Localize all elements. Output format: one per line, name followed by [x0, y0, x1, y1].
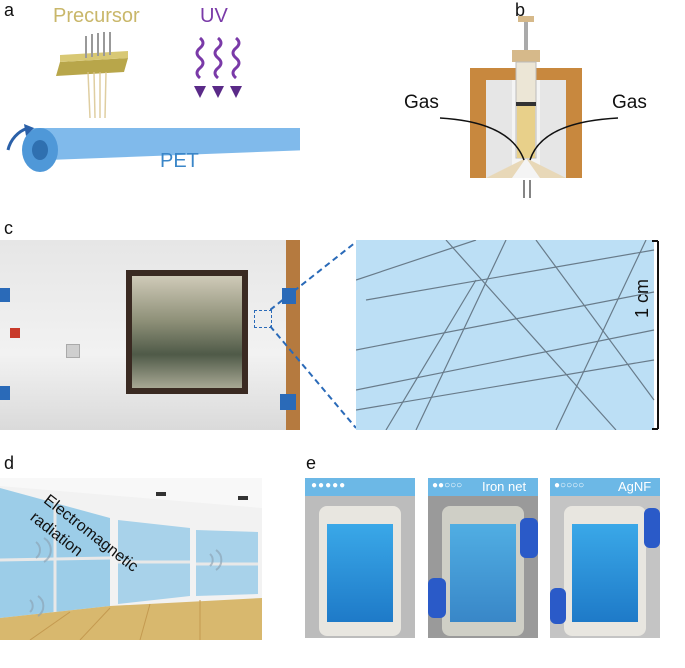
- signal-banner-1: ●●●●●: [305, 478, 415, 496]
- pet-label: PET: [160, 150, 199, 172]
- scale-label: 1 cm: [632, 278, 652, 318]
- gas-flow-right-arrow: [529, 117, 619, 161]
- clamp-left-top: [0, 288, 10, 302]
- phone-screen-2: [450, 524, 516, 622]
- clamp-right-bottom: [280, 394, 296, 410]
- phone-photo-2: ●●○○○ Iron net: [428, 478, 538, 638]
- panel-label-e: e: [306, 453, 317, 473]
- zoom-region-box: [254, 310, 272, 328]
- phone-photo-3: ●○○○○ AgNF: [550, 478, 660, 638]
- phone-screen-3: [572, 524, 638, 622]
- painting-frame: [126, 270, 248, 394]
- iron-net-label: Iron net: [482, 479, 527, 494]
- coaxial-nozzle-schematic: [439, 16, 619, 198]
- pet-film: [22, 128, 300, 172]
- glove-right-2: [520, 518, 538, 558]
- roll-to-roll-schematic: [6, 32, 300, 172]
- panel-label-a: a: [4, 0, 15, 20]
- precursor-label: Precursor: [53, 5, 140, 27]
- signal-banner-3: ●○○○○ AgNF: [550, 478, 660, 496]
- glove-left-2: [428, 578, 446, 618]
- landscape-painting: [132, 276, 242, 388]
- phone-body-3: [564, 506, 646, 636]
- wall-photo: [0, 240, 300, 430]
- glove-right-3: [644, 508, 660, 548]
- gas-right-label: Gas: [612, 92, 647, 113]
- clamp-left-bottom: [0, 386, 10, 400]
- signal-dots-1: ●●●●●: [311, 480, 347, 491]
- signal-dots-3: ●○○○○: [554, 480, 585, 491]
- room-rendering: [0, 478, 262, 640]
- panel-label-c: c: [4, 218, 13, 238]
- agnf-label: AgNF: [618, 479, 652, 494]
- phone-body-2: [442, 506, 524, 636]
- phone-screen-1: [327, 524, 393, 622]
- precursor-dispenser-icon: [56, 32, 128, 119]
- signal-banner-2: ●●○○○ Iron net: [428, 478, 538, 496]
- scale-bar: [652, 240, 659, 430]
- uv-label: UV: [200, 5, 228, 27]
- phone-body-1: [319, 506, 401, 636]
- uv-waves-icon: [194, 36, 242, 98]
- gas-left-label: Gas: [404, 92, 439, 113]
- glove-left-3: [550, 588, 566, 624]
- phone-photo-1: ●●●●●: [305, 478, 415, 638]
- fire-alarm: [10, 328, 20, 338]
- zoom-lines: [270, 241, 357, 429]
- door-frame: [286, 240, 300, 430]
- radiation-waves-icon: [29, 537, 223, 617]
- gas-flow-left-arrow: [439, 117, 525, 161]
- panel-label-b: b: [515, 0, 526, 20]
- panel-label-d: d: [4, 453, 15, 473]
- nanofiber-micrograph: [356, 240, 655, 430]
- wall-switch: [66, 344, 80, 358]
- signal-dots-2: ●●○○○: [432, 480, 463, 491]
